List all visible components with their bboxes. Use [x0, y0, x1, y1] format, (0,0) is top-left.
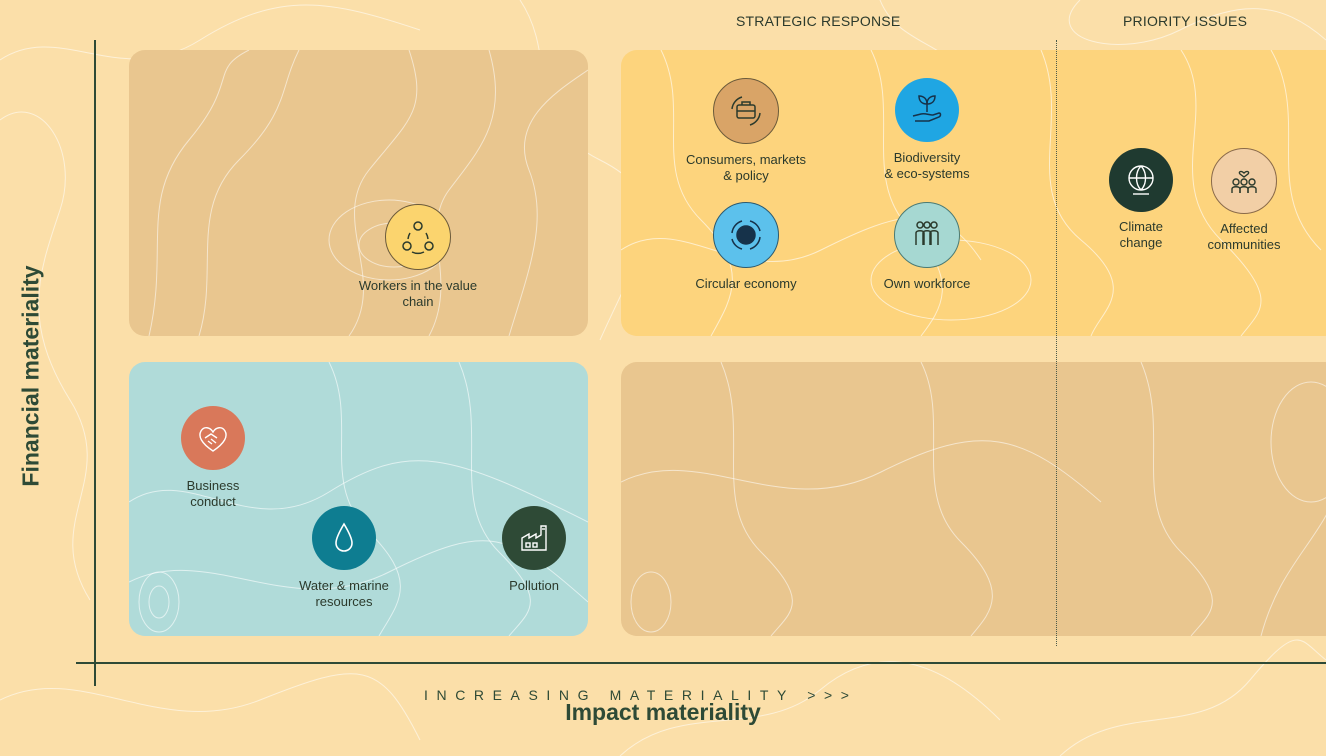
x-axis-label: Impact materiality	[565, 699, 761, 725]
topic-label: Affected	[1220, 221, 1268, 236]
workforce-icon	[894, 202, 960, 268]
hand-plant-icon	[895, 78, 959, 142]
topic-circular-economy: Circular economy	[676, 202, 816, 292]
y-axis-line	[94, 40, 96, 686]
topic-label: communities	[1207, 237, 1281, 252]
topic-label: Business	[186, 478, 240, 493]
topic-label: Water & marine	[299, 578, 389, 593]
factory-icon	[502, 506, 566, 570]
strategic-response-header: STRATEGIC RESPONSE	[736, 13, 901, 29]
globe-cycle-icon	[713, 202, 779, 268]
topic-label: Circular economy	[695, 276, 797, 291]
topic-label: chain	[402, 294, 434, 309]
handshake-heart-icon	[181, 406, 245, 470]
topic-label: Workers in the value	[358, 278, 478, 293]
quadrant-top-left	[129, 50, 588, 336]
water-drop-icon	[312, 506, 376, 570]
people-cycle-icon	[385, 204, 451, 270]
topic-label: Climate	[1118, 219, 1164, 234]
priority-divider	[1056, 40, 1057, 646]
globe-people-icon	[1109, 148, 1173, 212]
topic-label: conduct	[190, 494, 236, 509]
increasing-materiality-label: INCREASING MATERIALITY >>>	[424, 687, 858, 703]
topic-own-workforce: Own workforce	[857, 202, 997, 292]
topic-label: change	[1119, 235, 1163, 250]
topic-label: & policy	[723, 168, 769, 183]
topic-label: Pollution	[509, 578, 559, 593]
topic-pollution: Pollution	[464, 506, 604, 594]
topic-label: Biodiversity	[893, 150, 961, 165]
quadrant-bottom-right	[621, 362, 1326, 636]
y-axis-label: Financial materiality	[17, 265, 44, 487]
topic-label: resources	[315, 594, 373, 609]
topic-consumers-markets-policy: Consumers, markets& policy	[676, 78, 816, 184]
priority-issues-header: PRIORITY ISSUES	[1123, 13, 1248, 29]
x-axis-line	[76, 662, 1326, 664]
topic-label: Consumers, markets	[686, 152, 806, 167]
community-heart-icon	[1211, 148, 1277, 214]
briefcase-cycle-icon	[713, 78, 779, 144]
topic-label: & eco-systems	[884, 166, 970, 181]
topic-biodiversity: Biodiversity& eco-systems	[857, 78, 997, 182]
topic-label: Own workforce	[883, 276, 971, 291]
